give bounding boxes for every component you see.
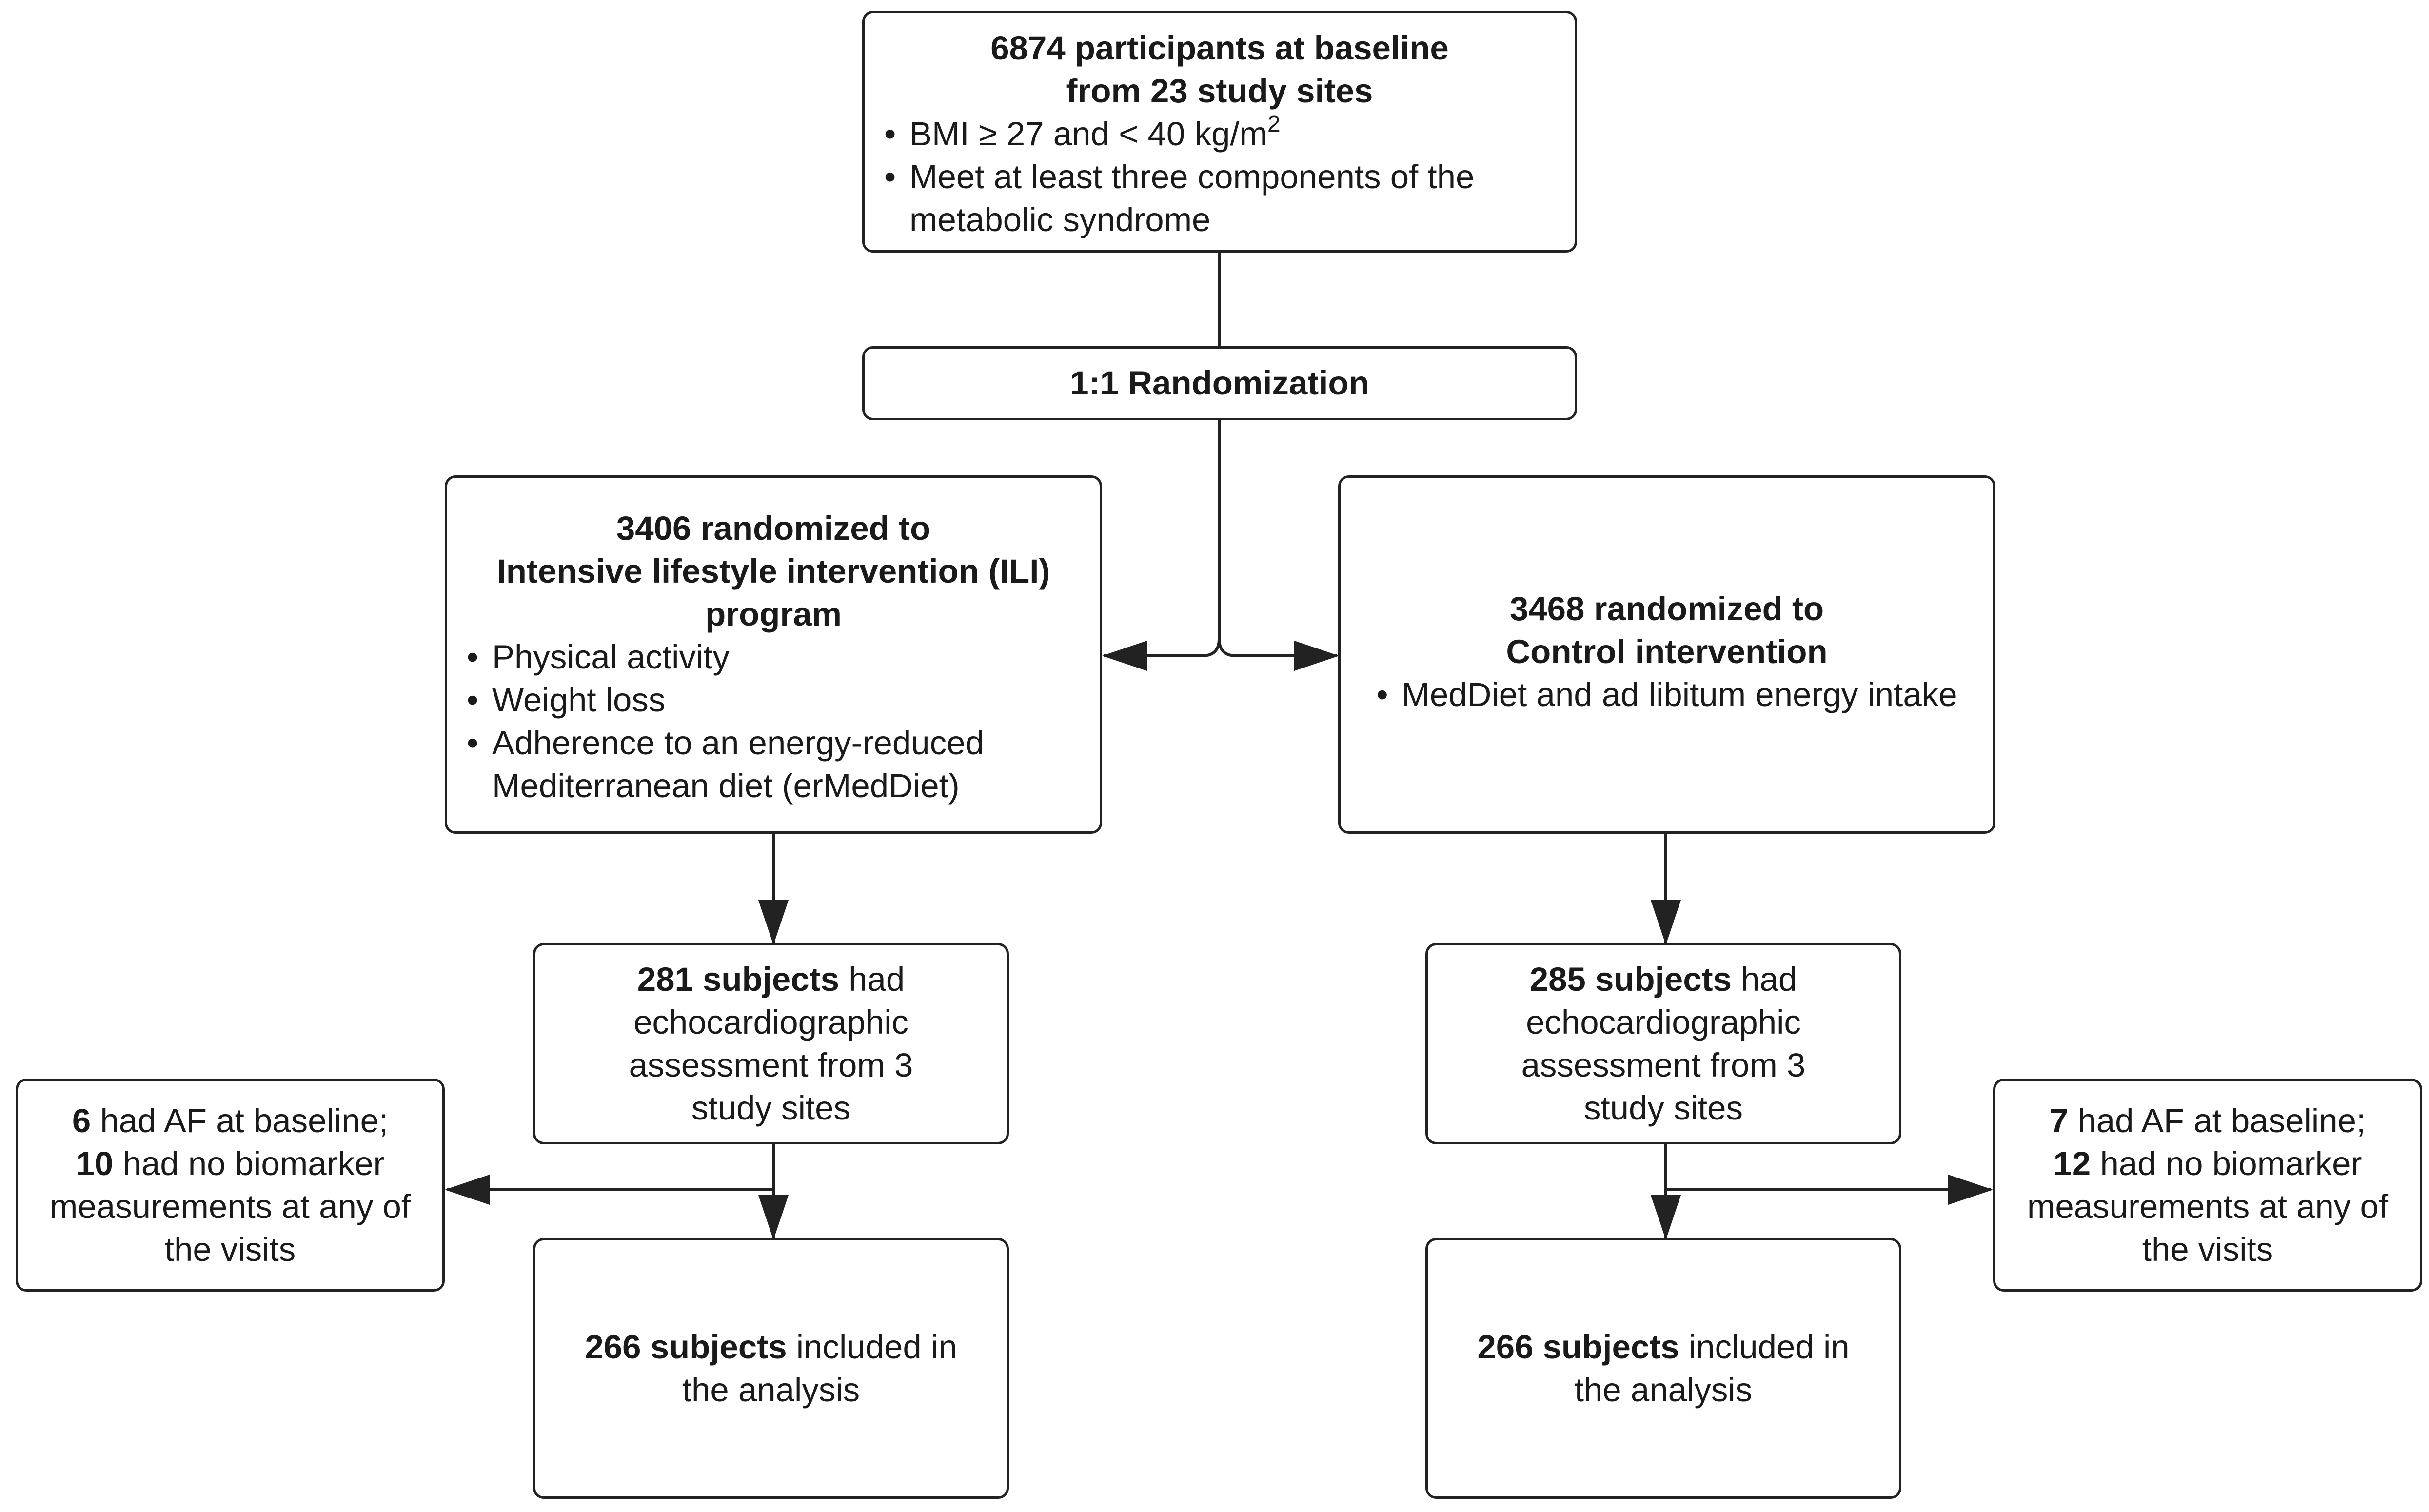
ili-arm-box: 3406 randomized to Intensive lifestyle i… [445, 475, 1102, 834]
control-exclusion-line-4: the visits [2142, 1230, 2273, 1268]
control-component-meddiet: MedDiet and ad libitum energy intake [1376, 673, 1957, 716]
baseline-title-line-1: 6874 participants at baseline [990, 29, 1449, 67]
ili-exclusion-box: 6 had AF at baseline; 10 had no biomarke… [16, 1079, 445, 1292]
control-echo-line-3: assessment from 3 [1521, 1046, 1806, 1084]
control-echo-line-2: echocardiographic [1526, 1003, 1801, 1041]
control-echo-line-1: 285 subjects had [1529, 960, 1797, 998]
control-echo-box: 285 subjects had echocardiographic asses… [1425, 943, 1901, 1144]
control-analysis-line-2: the analysis [1574, 1371, 1753, 1409]
baseline-criterion-bmi: BMI ≥ 27 and < 40 kg/m2 [884, 113, 1555, 156]
control-arm-title-line-2: Control intervention [1506, 633, 1828, 670]
baseline-box: 6874 participants at baseline from 23 st… [862, 11, 1577, 253]
control-arm-box: 3468 randomized to Control intervention … [1338, 475, 1995, 834]
ili-exclusion-af: 6 had AF at baseline; [72, 1101, 389, 1139]
control-arm-title-line-1: 3468 randomized to [1509, 590, 1824, 628]
ili-echo-line-2: echocardiographic [633, 1003, 908, 1041]
ili-exclusion-line-4: the visits [164, 1230, 296, 1268]
control-exclusion-box: 7 had AF at baseline; 12 had no biomarke… [1993, 1079, 2422, 1292]
ili-exclusion-line-3: measurements at any of [49, 1187, 411, 1225]
ili-analysis-count: 266 subjects [585, 1328, 787, 1366]
control-echo-count: 285 subjects [1529, 960, 1732, 998]
control-exclusion-no-biomarker: 12 had no biomarker [2053, 1144, 2362, 1182]
baseline-criterion-metabolic-syndrome: Meet at least three components of the me… [884, 156, 1555, 241]
ili-analysis-line-2: the analysis [682, 1371, 860, 1409]
ili-analysis-box: 266 subjects included in the analysis [533, 1238, 1009, 1499]
control-exclusion-af: 7 had AF at baseline; [2049, 1101, 2366, 1139]
control-echo-line-4: study sites [1584, 1089, 1743, 1127]
randomization-label: 1:1 Randomization [1070, 364, 1369, 402]
ili-arm-title-line-3: program [705, 595, 842, 633]
control-analysis-box: 266 subjects included in the analysis [1425, 1238, 1901, 1499]
ili-echo-box: 281 subjects had echocardiographic asses… [533, 943, 1009, 1144]
ili-echo-line-4: study sites [691, 1089, 850, 1127]
ili-echo-line-3: assessment from 3 [629, 1046, 913, 1084]
ili-echo-line-1: 281 subjects had [637, 960, 905, 998]
connector-split-left-curve [1117, 638, 1221, 657]
control-analysis-count: 266 subjects [1477, 1328, 1679, 1366]
connector-split-right-curve [1218, 638, 1323, 657]
ili-arm-components-list: Physical activity Weight loss Adherence … [467, 636, 1080, 807]
randomization-box: 1:1 Randomization [862, 346, 1577, 420]
control-arm-components-list: MedDiet and ad libitum energy intake [1376, 673, 1957, 716]
control-exclusion-line-3: measurements at any of [2027, 1187, 2389, 1225]
baseline-criteria-list: BMI ≥ 27 and < 40 kg/m2 Meet at least th… [884, 113, 1555, 241]
baseline-title-line-2: from 23 study sites [1066, 72, 1373, 110]
ili-component-ermeddiet: Adherence to an energy-reduced Mediterra… [467, 722, 1080, 807]
ili-component-weight-loss: Weight loss [467, 679, 1080, 722]
ili-arm-title-line-1: 3406 randomized to [616, 510, 931, 547]
control-analysis-line-1: 266 subjects included in [1477, 1328, 1850, 1366]
ili-component-physical-activity: Physical activity [467, 636, 1080, 679]
ili-exclusion-no-biomarker: 10 had no biomarker [76, 1144, 385, 1182]
ili-analysis-line-1: 266 subjects included in [585, 1328, 957, 1366]
ili-arm-title-line-2: Intensive lifestyle intervention (ILI) [496, 552, 1050, 590]
ili-echo-count: 281 subjects [637, 960, 839, 998]
